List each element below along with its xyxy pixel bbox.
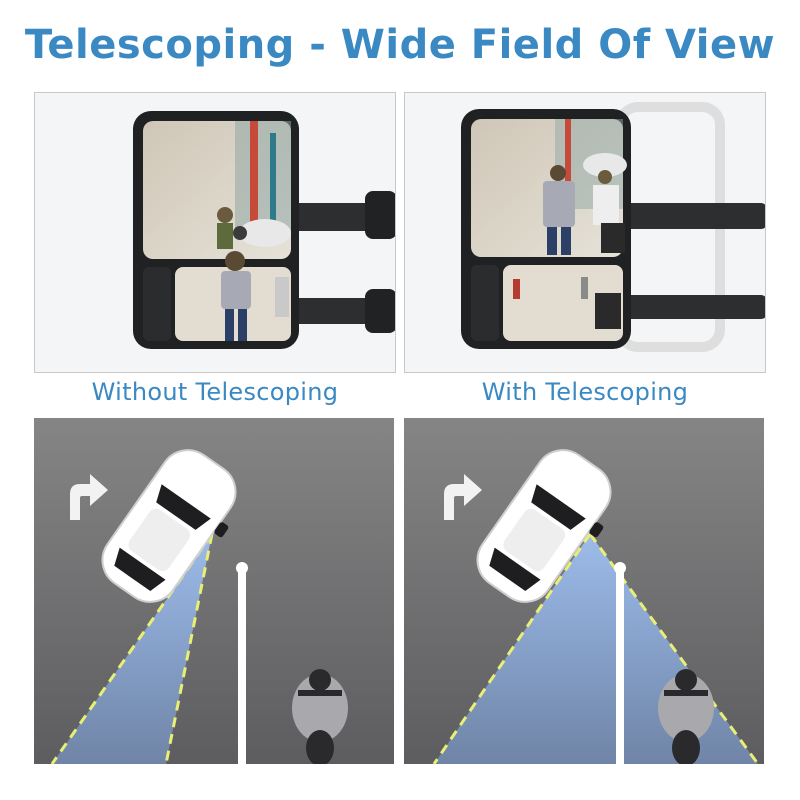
mirror-with-telescoping-illustration xyxy=(461,102,765,352)
mirror-arm-upper xyxy=(290,203,380,231)
road-diagram-with-telescoping xyxy=(404,418,764,764)
turn-right-arrow-icon xyxy=(70,474,108,520)
mirror-panel-with-telescoping xyxy=(404,92,766,373)
mirror-lower-glass xyxy=(503,265,623,341)
car xyxy=(101,449,237,603)
caption-without-telescoping: Without Telescoping xyxy=(91,378,339,406)
mirror-arm-lower-extended xyxy=(625,295,765,319)
motorcycle-rider xyxy=(658,669,714,764)
mirror-panel-without-telescoping xyxy=(34,92,396,373)
car xyxy=(476,449,612,603)
mirror-without-telescoping-illustration xyxy=(133,111,395,349)
mirror-arm-upper-extended xyxy=(625,203,765,229)
motorcycle-rider xyxy=(292,669,348,764)
road-diagram-without-telescoping xyxy=(34,418,394,764)
mirror-arm-lower xyxy=(290,298,380,324)
caption-with-telescoping: With Telescoping xyxy=(481,378,689,406)
page-title: Telescoping - Wide Field Of View xyxy=(24,22,776,68)
turn-right-arrow-icon xyxy=(444,474,482,520)
